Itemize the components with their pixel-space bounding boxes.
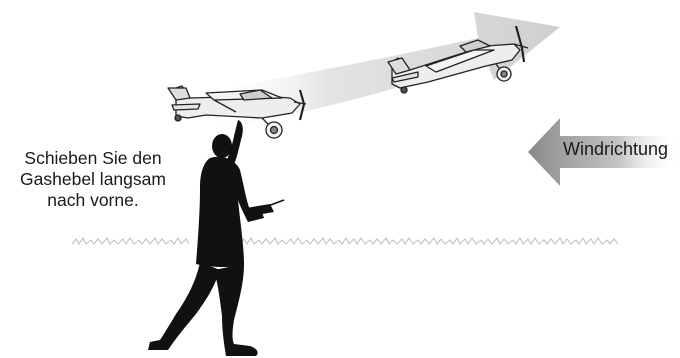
instruction-text: Schieben Sie den Gashebel langsam nach v…: [4, 148, 182, 211]
radio-transmitter-icon: [246, 200, 284, 216]
grass-ground: [72, 238, 618, 244]
wind-direction-label: Windrichtung: [563, 139, 668, 160]
